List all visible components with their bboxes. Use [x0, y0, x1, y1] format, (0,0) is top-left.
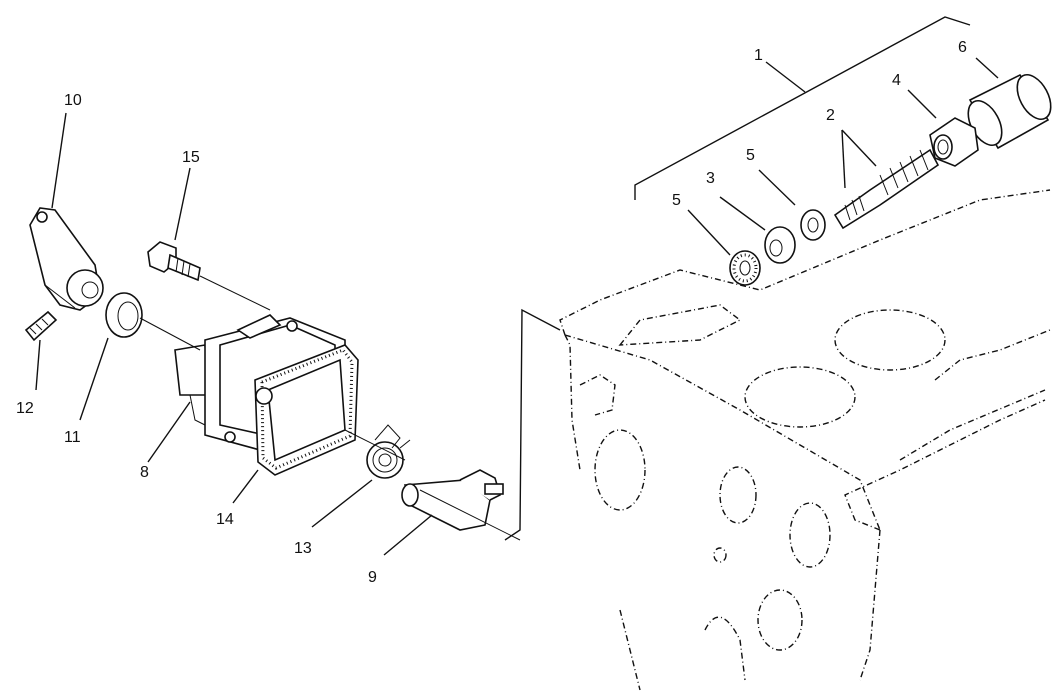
spring-part-13 — [366, 424, 411, 479]
shaft-part-9 — [401, 469, 504, 531]
callout-11: 11 — [64, 429, 81, 446]
engine-block — [559, 189, 1051, 691]
callout-13: 13 — [294, 540, 312, 557]
adjusting-screw-part-2 — [833, 148, 940, 230]
callout-14: 14 — [216, 511, 234, 528]
nut-part-4 — [929, 117, 979, 167]
callout-5-lower: 5 — [672, 192, 681, 209]
flange-outline — [504, 308, 561, 541]
gasket-part-14 — [254, 344, 359, 476]
callout-15: 15 — [182, 149, 200, 166]
leader-lines — [35, 57, 999, 556]
seal-washer-part-5-lower — [729, 250, 761, 286]
nut-part-3 — [764, 226, 796, 264]
callout-12: 12 — [16, 400, 34, 417]
callout-5-upper: 5 — [746, 147, 755, 164]
callout-9: 9 — [368, 569, 377, 586]
callout-1: 1 — [754, 47, 763, 64]
callout-8: 8 — [140, 464, 149, 481]
callout-10: 10 — [64, 92, 82, 109]
callout-3: 3 — [706, 170, 715, 187]
group-1-bracket — [634, 16, 971, 200]
pin-part-12 — [24, 310, 58, 342]
callout-4: 4 — [892, 72, 901, 89]
callout-labels: 1 2 3 4 5 5 6 8 9 10 11 12 13 14 15 — [16, 39, 967, 586]
lever-part-10 — [29, 207, 104, 311]
callout-2: 2 — [826, 107, 835, 124]
cap-part-6 — [967, 73, 1052, 150]
callout-6: 6 — [958, 39, 967, 56]
bolt-part-15 — [147, 241, 271, 311]
assembly-line-lower — [344, 429, 521, 541]
bushing-part-11 — [105, 292, 201, 351]
washer-part-5-upper — [800, 209, 826, 241]
